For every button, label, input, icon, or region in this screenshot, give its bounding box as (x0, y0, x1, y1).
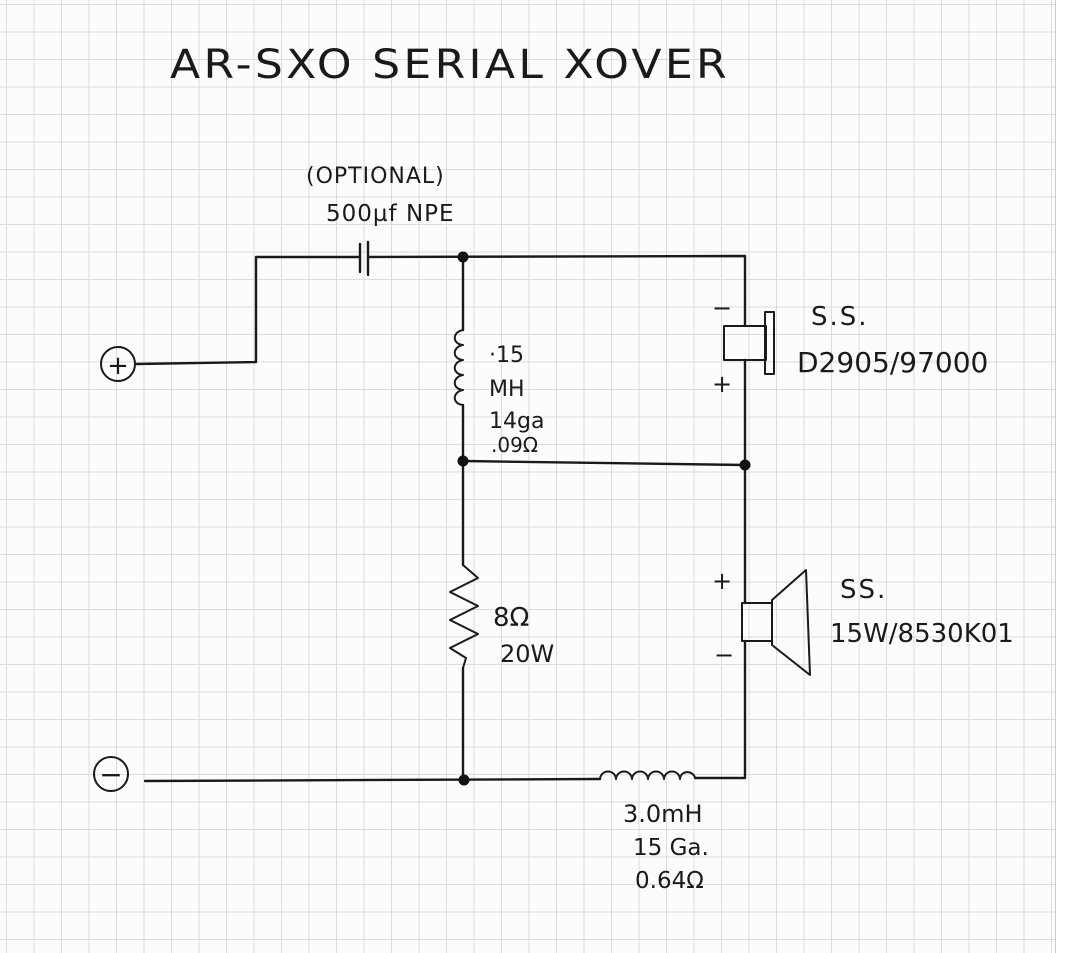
wiring (134, 254, 747, 783)
positive-terminal: + (100, 346, 136, 382)
capacitor-label-optional: (OPTIONAL) (306, 164, 445, 189)
inductor-top-value: ·15 (489, 343, 524, 368)
negative-terminal-label: − (99, 758, 122, 791)
woofer-polarity-negative: − (714, 641, 734, 669)
resistor-ohms: 8Ω (493, 603, 529, 633)
inductor-top-unit: MH (489, 377, 525, 402)
capacitor-symbol (358, 240, 370, 277)
woofer-polarity-positive: + (712, 567, 732, 595)
tweeter-brand-label: S.S. (811, 302, 869, 332)
diagram-title: AR-SXO SERIAL XOVER (170, 42, 730, 88)
woofer-model-label: 15W/8530K01 (830, 619, 1014, 649)
resistor-watts: 20W (500, 640, 554, 668)
positive-terminal-label: + (107, 351, 129, 381)
resistor-symbol (449, 564, 479, 669)
capacitor-label-value: 500µf NPE (326, 201, 455, 227)
inductor-bottom-gauge: 15 Ga. (633, 835, 709, 861)
negative-terminal: − (93, 756, 129, 792)
tweeter-symbol (723, 298, 775, 394)
paper-edge (1055, 0, 1070, 953)
tweeter-model-label: D2905/97000 (797, 346, 988, 379)
tweeter-polarity-negative: − (712, 294, 732, 322)
inductor-bottom-resistance: 0.64Ω (635, 868, 704, 894)
tweeter-polarity-positive: + (712, 370, 732, 398)
junction-dots (457, 251, 751, 786)
inductor-top-gauge: 14ga (489, 409, 544, 434)
inductor-top-resistance: .09Ω (491, 433, 538, 457)
inductor-bottom-value: 3.0mH (623, 800, 703, 828)
woofer-brand-label: SS. (840, 575, 887, 605)
inductor-bottom-symbol (599, 770, 696, 780)
inductor-top-symbol (453, 329, 464, 406)
woofer-symbol (741, 558, 811, 676)
